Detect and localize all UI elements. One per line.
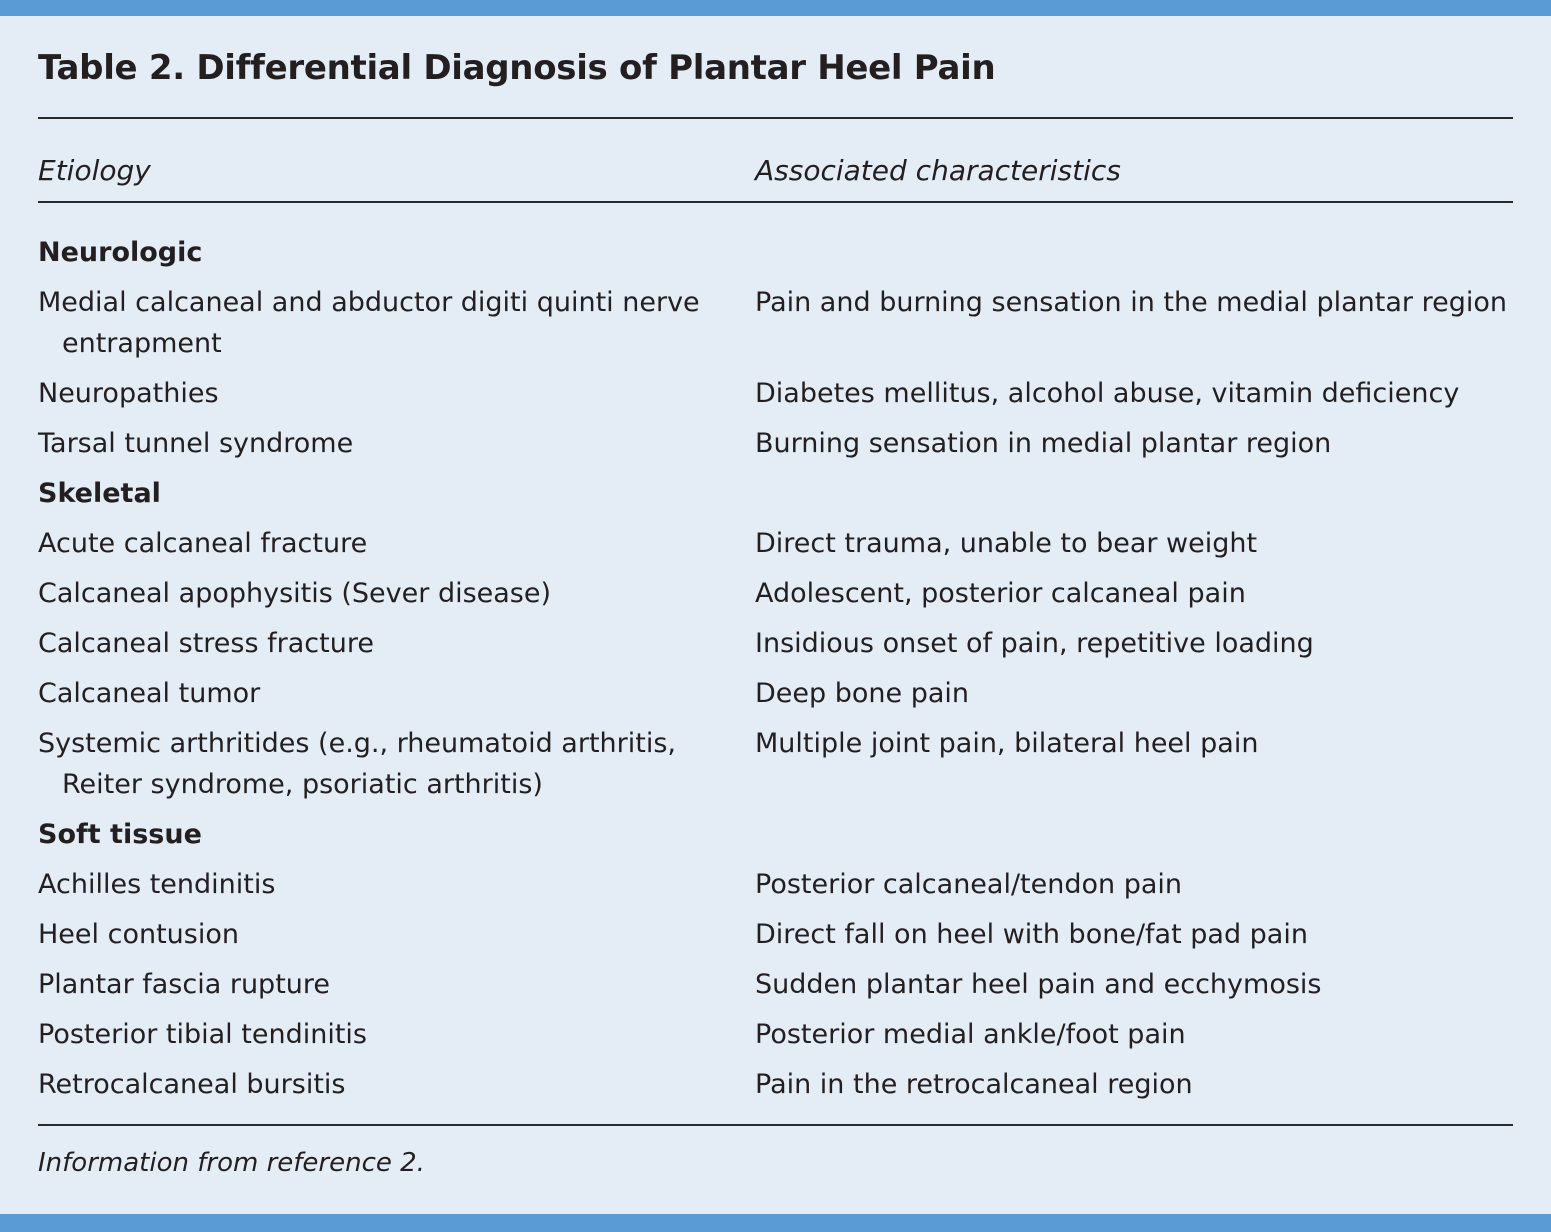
etiology-cell: Achilles tendinitis: [38, 869, 276, 900]
section-label: Soft tissue: [38, 819, 202, 850]
table-row: Medial calcaneal and abductor digiti qui…: [38, 277, 1513, 368]
table-title: Table 2. Differential Diagnosis of Plant…: [38, 48, 996, 88]
characteristics-cell: Pain in the retrocalcaneal region: [755, 1069, 1193, 1100]
header-rule: [38, 201, 1513, 203]
footnote: Information from reference 2.: [38, 1148, 425, 1178]
table-row: Calcaneal tumor Deep bone pain: [38, 668, 1513, 718]
table-row: Acute calcaneal fracture Direct trauma, u…: [38, 518, 1513, 568]
etiology-cell: Calcaneal tumor: [38, 678, 261, 709]
section-label: Neurologic: [38, 237, 203, 268]
section-header-row: Neurologic: [38, 227, 1513, 277]
bottom-accent-bar: [0, 1214, 1551, 1232]
table-row: Calcaneal apophysitis (Sever disease) Ado…: [38, 568, 1513, 618]
characteristics-cell: Multiple joint pain, bilateral heel pain: [755, 728, 1259, 759]
section-header-row: Soft tissue: [38, 809, 1513, 859]
characteristics-cell: Deep bone pain: [755, 678, 969, 709]
header-etiology: Etiology: [38, 154, 151, 187]
table-row: Plantar fascia rupture Sudden plantar hee…: [38, 959, 1513, 1009]
characteristics-cell: [755, 473, 1513, 514]
etiology-cell: Calcaneal apophysitis (Sever disease): [38, 578, 552, 609]
characteristics-cell: Direct trauma, unable to bear weight: [755, 528, 1258, 559]
characteristics-cell: Pain and burning sensation in the medial…: [755, 287, 1507, 318]
table-row: Tarsal tunnel syndrome Burning sensation …: [38, 418, 1513, 468]
section-label: Skeletal: [38, 478, 161, 509]
characteristics-cell: Adolescent, posterior calcaneal pain: [755, 578, 1246, 609]
table-row: Achilles tendinitis Posterior calcaneal/t…: [38, 859, 1513, 909]
top-accent-bar: [0, 0, 1551, 16]
characteristics-cell: Sudden plantar heel pain and ecchymosis: [755, 969, 1322, 1000]
etiology-cell: Medial calcaneal and abductor digiti qui…: [38, 287, 700, 359]
characteristics-cell: Diabetes mellitus, alcohol abuse, vitami…: [755, 378, 1460, 409]
characteristics-cell: Posterior medial ankle/foot pain: [755, 1019, 1186, 1050]
etiology-cell: Acute calcaneal fracture: [38, 528, 368, 559]
section-header-row: Skeletal: [38, 468, 1513, 518]
etiology-cell: Retrocalcaneal bursitis: [38, 1069, 346, 1100]
etiology-cell: Systemic arthritides (e.g., rheumatoid a…: [38, 728, 676, 800]
etiology-cell: Plantar fascia rupture: [38, 969, 331, 1000]
characteristics-cell: [755, 814, 1513, 855]
etiology-cell: Neuropathies: [38, 378, 219, 409]
characteristics-cell: [755, 232, 1513, 273]
table-row: Systemic arthritides (e.g., rheumatoid a…: [38, 718, 1513, 809]
etiology-cell: Posterior tibial tendinitis: [38, 1019, 367, 1050]
characteristics-cell: Posterior calcaneal/tendon pain: [755, 869, 1183, 900]
header-characteristics: Associated characteristics: [755, 154, 1121, 187]
table-row: Retrocalcaneal bursitis Pain in the retro…: [38, 1059, 1513, 1109]
characteristics-cell: Burning sensation in medial plantar regi…: [755, 428, 1332, 459]
etiology-cell: Calcaneal stress fracture: [38, 628, 374, 659]
title-rule: [38, 117, 1513, 119]
characteristics-cell: Insidious onset of pain, repetitive load…: [755, 628, 1314, 659]
etiology-cell: Heel contusion: [38, 919, 239, 950]
table-row: Heel contusion Direct fall on heel with b…: [38, 909, 1513, 959]
table-row: Calcaneal stress fracture Insidious onset…: [38, 618, 1513, 668]
table-row: Posterior tibial tendinitis Posterior med…: [38, 1009, 1513, 1059]
characteristics-cell: Direct fall on heel with bone/fat pad pa…: [755, 919, 1308, 950]
footer-rule: [38, 1124, 1513, 1126]
table-row: Neuropathies Diabetes mellitus, alcohol a…: [38, 368, 1513, 418]
etiology-cell: Tarsal tunnel syndrome: [38, 428, 354, 459]
